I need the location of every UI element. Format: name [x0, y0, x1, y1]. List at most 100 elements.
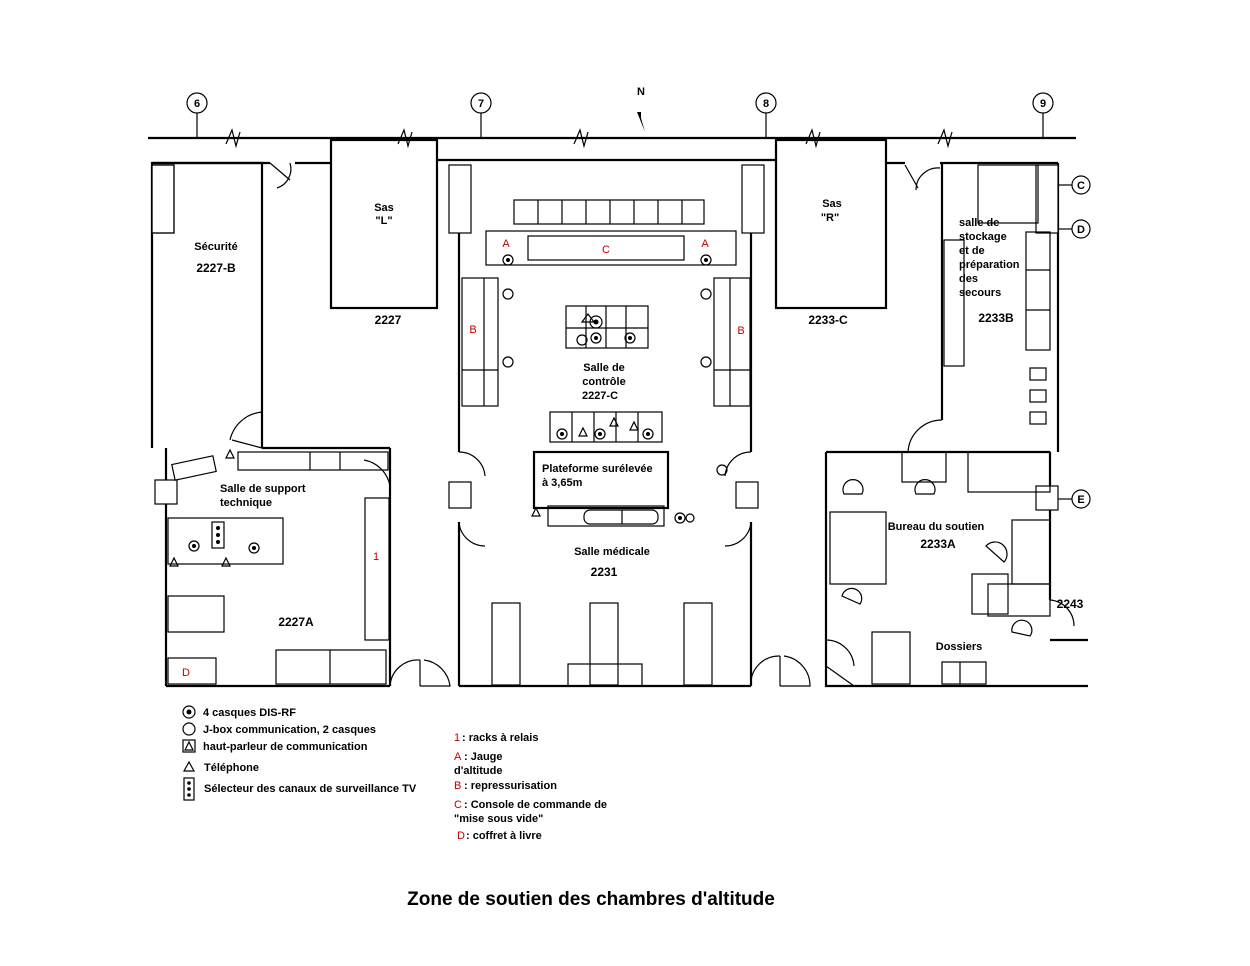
- platform-label: Plateforme surélevée: [542, 463, 653, 475]
- legend-label: haut-parleur de communication: [203, 741, 368, 753]
- key-letter: C: [454, 799, 462, 811]
- j-box-icon: [502, 288, 514, 300]
- legend-item-speaker: haut-parleur de communication: [182, 739, 368, 753]
- key-legend: 1 : racks à relais A : Jauge d'altitude …: [454, 732, 607, 842]
- west-room-furniture: [151, 164, 390, 685]
- key-item-c: C : Console de commande de "mise sous vi…: [454, 799, 607, 825]
- grid-line-8: 8: [755, 92, 777, 138]
- grid-label-8: 8: [763, 98, 769, 110]
- dis-rf-headset-icon: [502, 254, 514, 266]
- structural-columns: [151, 164, 1059, 511]
- grid-label-d: D: [1077, 224, 1085, 236]
- medical-room-furniture: [491, 602, 713, 687]
- dis-rf-headset-icon: [674, 512, 686, 524]
- speaker-icon: [580, 313, 596, 323]
- medical-room-label: Salle médicale: [574, 546, 650, 558]
- sas-l-label: "L": [375, 215, 392, 227]
- telephone-icon: [221, 556, 231, 567]
- marker-a: A: [701, 238, 709, 250]
- storage-room-label: secours: [959, 287, 1001, 299]
- tech-support-label: Salle de support: [220, 483, 306, 495]
- dis-rf-headset-icon: [624, 332, 636, 344]
- control-room-label: Salle de: [583, 362, 625, 374]
- j-box-icon: [700, 288, 712, 300]
- symbol-legend: 4 casques DIS-RF J-box communication, 2 …: [182, 705, 417, 801]
- room-labels: Sas "L" 2227 Sécurité 2227-B Salle de co…: [194, 198, 1083, 653]
- key-letter: 1: [454, 732, 460, 744]
- storage-room-label: des: [959, 273, 978, 285]
- tv-selector-icon: [216, 526, 220, 544]
- room-number-2231: 2231: [591, 565, 618, 579]
- grid-line-7: 7: [470, 92, 492, 138]
- key-item-d: D : coffret à livre: [457, 830, 542, 842]
- securite-label: Sécurité: [194, 241, 237, 253]
- marker-c: C: [602, 244, 610, 256]
- room-number-2227-c: 2227-C: [582, 390, 618, 402]
- telephone-icon: [629, 420, 639, 431]
- dis-rf-headset-icon: [556, 428, 568, 440]
- telephone-icon: [578, 426, 588, 437]
- marker-1: 1: [373, 551, 379, 563]
- storage-room-label: et de: [959, 245, 985, 257]
- storage-room-label: stockage: [959, 231, 1007, 243]
- telephone-icon: [609, 416, 619, 427]
- j-box-icon: [716, 464, 728, 476]
- marker-d: D: [182, 667, 190, 679]
- grid-label-6: 6: [194, 98, 200, 110]
- dis-rf-headset-icon: [700, 254, 712, 266]
- legend-label: J-box communication, 2 casques: [203, 724, 376, 736]
- grid-line-c: C: [1058, 175, 1091, 195]
- room-number-2233b: 2233B: [978, 311, 1014, 325]
- telephone-icon: [169, 556, 179, 567]
- key-text: : Jauge: [464, 751, 503, 763]
- key-letter: B: [454, 780, 461, 792]
- j-box-icon: [685, 513, 695, 523]
- storage-room-label: salle de: [959, 217, 999, 229]
- dis-rf-headset-icon: [188, 540, 200, 552]
- dis-rf-headset-icon: [248, 542, 260, 554]
- j-box-icon: [700, 356, 712, 368]
- sas-r-label: Sas: [822, 198, 842, 210]
- control-room-equipment: [461, 199, 751, 527]
- sas-r-label: "R": [821, 212, 839, 224]
- key-item-1: 1 : racks à relais: [454, 732, 538, 744]
- legend-item-telephone: Téléphone: [182, 760, 259, 774]
- telephone-icon: [225, 448, 235, 459]
- marker-b: B: [737, 325, 744, 337]
- sas-l-label: Sas: [374, 202, 394, 214]
- grid-label-c: C: [1077, 180, 1085, 192]
- marker-a: A: [502, 238, 510, 250]
- legend-item-j-box: J-box communication, 2 casques: [182, 722, 376, 736]
- dis-rf-headset-icon: [590, 332, 602, 344]
- control-room-label: contrôle: [582, 376, 625, 388]
- legend-item-tv-selector: Sélecteur des canaux de surveillance TV: [183, 777, 417, 801]
- grid-label-7: 7: [478, 98, 484, 110]
- room-number-2233-c: 2233-C: [808, 313, 848, 327]
- diagram-title: Zone de soutien des chambres d'altitude: [407, 889, 775, 910]
- grid-line-d: D: [1058, 219, 1091, 239]
- telephone-icon: [531, 506, 541, 517]
- marker-b: B: [469, 324, 476, 336]
- key-text: : Console de commande de: [464, 799, 607, 811]
- storage-room-label: préparation: [959, 259, 1020, 271]
- key-text: : coffret à livre: [466, 830, 542, 842]
- key-text: : racks à relais: [462, 732, 538, 744]
- north-label: N: [637, 86, 645, 98]
- key-markers: A A C B B 1 D: [182, 238, 745, 679]
- north-arrow-icon: N: [637, 86, 645, 132]
- j-box-icon: [502, 356, 514, 368]
- key-item-b: B : repressurisation: [454, 780, 557, 792]
- tech-support-label: technique: [220, 497, 272, 509]
- room-number-2243: 2243: [1057, 597, 1084, 611]
- room-number-2233a: 2233A: [920, 537, 956, 551]
- key-letter: D: [457, 830, 465, 842]
- dossiers-label: Dossiers: [936, 641, 982, 653]
- key-item-a: A : Jauge d'altitude: [454, 751, 503, 777]
- dis-rf-headset-icon: [594, 428, 606, 440]
- grid-label-e: E: [1077, 494, 1084, 506]
- dis-rf-headset-icon: [642, 428, 654, 440]
- key-text: "mise sous vide": [454, 813, 543, 825]
- plan-symbols: [169, 254, 728, 567]
- building-walls: [150, 138, 1088, 688]
